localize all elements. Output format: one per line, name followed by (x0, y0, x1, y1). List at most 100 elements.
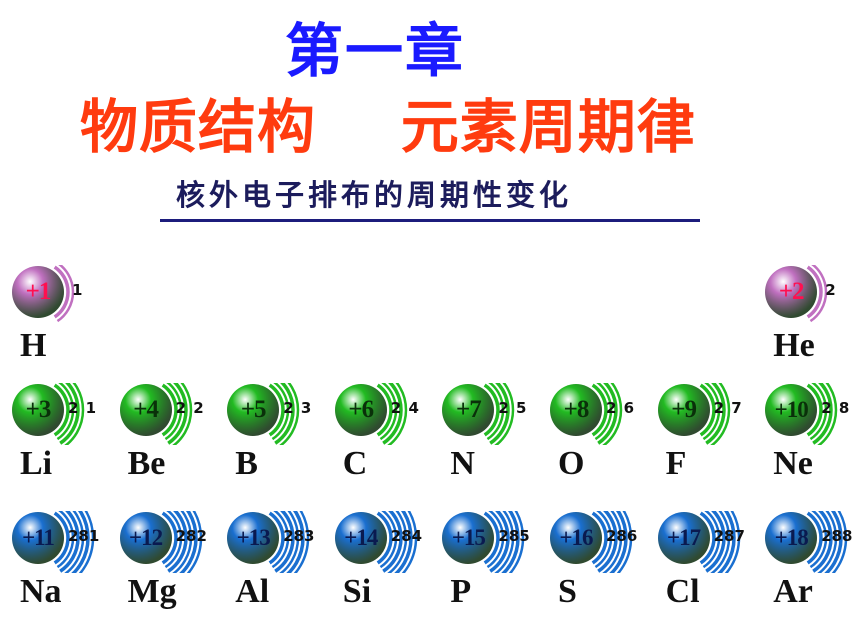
atom-diagram (442, 511, 525, 573)
electron-shell-arc (806, 265, 823, 319)
nucleus-sphere (550, 512, 602, 564)
nucleus-sphere (442, 384, 495, 436)
electron-configuration: 2 3 (283, 399, 313, 417)
electron-shell-arc (376, 511, 393, 565)
nucleus-sphere (550, 384, 602, 436)
electron-shell-arc (271, 383, 290, 441)
electron-shell-arc (702, 383, 720, 441)
element-symbol: C (342, 445, 368, 482)
electron-configuration: 287 (713, 527, 745, 545)
nucleus-sphere (119, 384, 172, 436)
electron-shell-arc (591, 383, 608, 437)
nuclear-charge: +11 (22, 525, 55, 550)
electron-shell-arc (59, 383, 80, 445)
nucleus-sphere (12, 384, 64, 436)
atom-diagram (550, 383, 623, 445)
electron-shell-arc (831, 511, 848, 573)
nuclear-charge: +4 (133, 396, 159, 423)
electron-shell-arc (393, 511, 413, 573)
electron-shell-arc (824, 511, 843, 573)
electron-shell-arc (56, 511, 75, 569)
electron-shell-arc (709, 383, 730, 445)
element-symbol: F (665, 445, 687, 482)
electron-shell-arc (71, 511, 90, 573)
atom-diagram (765, 265, 828, 323)
electron-shell-arc (164, 511, 182, 569)
electron-shell-arc (489, 383, 511, 445)
electron-shell-arc (386, 383, 408, 445)
electron-shell-arc (494, 511, 515, 573)
electron-shell-arc (56, 383, 75, 441)
atom-diagram (657, 383, 730, 445)
nuclear-charge: +9 (671, 396, 697, 423)
electron-shell-arc (702, 511, 720, 569)
nuclear-charge: +6 (348, 396, 374, 423)
electron-shell-arc (806, 511, 823, 565)
element-symbol: Mg (127, 573, 177, 610)
atom-diagram (765, 511, 848, 573)
electron-shell-arc (379, 383, 398, 441)
element-symbol: B (235, 445, 258, 482)
electron-shell-arc (268, 383, 285, 437)
electron-shell-arc (809, 383, 828, 441)
electron-shell-arc (59, 511, 80, 573)
electron-shell-arc (594, 511, 613, 569)
subtitle-underline (160, 219, 700, 222)
electron-shell-arc (591, 511, 608, 565)
electron-shell-arc (53, 383, 70, 437)
chapter-title: 第一章 (285, 17, 466, 85)
electron-shell-arc (64, 511, 85, 573)
atom-diagram (227, 511, 310, 573)
nucleus-sphere (765, 512, 818, 564)
nuclear-charge: +12 (129, 525, 163, 550)
nuclear-charge: +8 (563, 396, 590, 423)
electron-shell-arc (817, 511, 838, 573)
element-symbol: Si (342, 573, 372, 610)
electron-shell-arc (484, 383, 501, 437)
electron-shell-arc (53, 511, 70, 565)
electron-shell-arc (716, 511, 736, 573)
electron-configuration: 2 7 (713, 399, 743, 417)
nucleus-sphere (442, 512, 495, 564)
element-symbol: H (20, 327, 47, 364)
electron-shell-arc (809, 511, 828, 569)
subtitle: 核外电子排布的周期性变化 (176, 178, 573, 212)
electron-configuration: 1 (72, 281, 84, 299)
electron-configuration: 284 (390, 527, 423, 545)
electron-configuration: 281 (68, 527, 100, 545)
element-symbol: Li (20, 445, 53, 482)
electron-shell-arc (809, 265, 828, 323)
nucleus-sphere (334, 512, 387, 564)
electron-shell-arc (164, 383, 182, 441)
element-symbol: He (773, 327, 815, 364)
nuclear-charge: +13 (236, 525, 271, 550)
nuclear-charge: +1 (25, 278, 52, 305)
electron-shell-arc (161, 383, 178, 437)
electron-shell-arc (78, 511, 95, 573)
atom-diagram (119, 511, 202, 573)
electron-configuration: 2 5 (498, 399, 528, 417)
electron-shell-arc (376, 383, 393, 437)
electron-configuration: 283 (283, 527, 315, 545)
electron-shell-arc (609, 511, 628, 573)
electron-shell-arc (401, 511, 418, 573)
nuclear-charge: +14 (344, 525, 378, 550)
element-symbol: Ar (773, 573, 813, 610)
nucleus-sphere (227, 512, 280, 564)
electron-shell-arc (501, 511, 521, 573)
electron-shell-arc (271, 511, 290, 569)
atom-diagram (334, 383, 408, 445)
nucleus-sphere (12, 512, 64, 564)
electron-configuration: 285 (498, 527, 530, 545)
atom-diagram (119, 383, 192, 445)
